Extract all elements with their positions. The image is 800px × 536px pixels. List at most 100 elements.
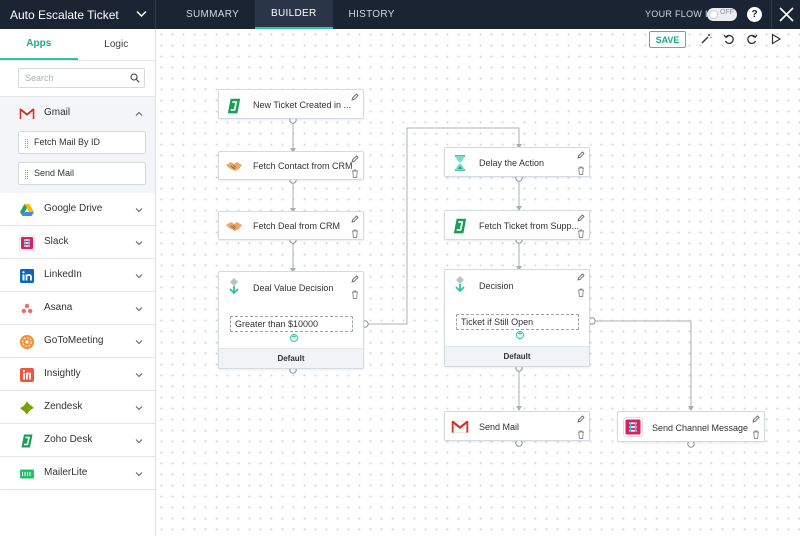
decision-icon	[229, 278, 239, 295]
node-new-ticket[interactable]: New Ticket Created in ...	[218, 89, 364, 119]
search-input[interactable]	[18, 68, 145, 88]
chevron-down-icon[interactable]	[135, 404, 143, 412]
node-label: Send Mail	[479, 422, 520, 432]
sidebar-item-mailerlite[interactable]: MailerLite	[0, 457, 155, 490]
hourglass-icon	[455, 155, 465, 171]
trash-icon[interactable]	[351, 229, 359, 238]
chevron-down-icon[interactable]	[135, 206, 143, 214]
node-fetch-ticket[interactable]: Fetch Ticket from Supp...	[444, 210, 590, 240]
sidebar-item-linkedin[interactable]: LinkedIn	[0, 259, 155, 292]
app-label: Gmail	[44, 107, 71, 118]
node-deal-value-decision[interactable]: Deal Value Decision Greater than $10000 …	[218, 271, 364, 369]
chevron-down-icon[interactable]	[135, 272, 143, 280]
tab-apps[interactable]: Apps	[0, 29, 78, 60]
chevron-down-icon[interactable]	[135, 305, 143, 313]
toggle-label: OFF	[720, 9, 734, 16]
sidebar-item-gotomeeting[interactable]: GoToMeeting	[0, 325, 155, 358]
sidebar-item-google-drive[interactable]: Google Drive	[0, 193, 155, 226]
app-label: Zoho Desk	[44, 434, 93, 445]
sidebar-item-zendesk[interactable]: Zendesk	[0, 391, 155, 424]
sidebar-item-slack[interactable]: Slack	[0, 226, 155, 259]
default-branch[interactable]: Default	[219, 348, 363, 368]
gmail-icon	[19, 108, 35, 120]
chevron-down-icon[interactable]	[135, 239, 143, 247]
action-label: Send Mail	[34, 168, 75, 178]
action-send-mail[interactable]: Send Mail	[18, 162, 146, 185]
chevron-down-icon[interactable]	[135, 470, 143, 478]
node-send-mail[interactable]: Send Mail	[444, 411, 590, 441]
flow-status-label: YOUR FLOW IS	[645, 9, 715, 19]
pencil-icon[interactable]	[351, 275, 359, 283]
apps-sidebar: Apps Logic Gmail Fetch Mail By ID Send M…	[0, 29, 156, 536]
flow-name-dropdown[interactable]: Auto Escalate Ticket	[0, 0, 156, 29]
drag-handle-icon[interactable]	[25, 139, 28, 148]
node-delay-action[interactable]: Delay the Action	[444, 147, 590, 177]
zendesk-icon	[20, 401, 34, 415]
default-branch[interactable]: Default	[445, 346, 589, 366]
sidebar-item-asana[interactable]: Asana	[0, 292, 155, 325]
tab-builder[interactable]: BUILDER	[255, 0, 333, 29]
sidebar-item-gmail[interactable]: Gmail	[0, 97, 155, 130]
decision-condition[interactable]: Greater than $10000	[230, 316, 353, 332]
node-label: Fetch Deal from CRM	[253, 221, 341, 231]
trash-icon[interactable]	[351, 169, 359, 178]
close-button[interactable]	[771, 0, 800, 29]
chevron-up-icon[interactable]	[135, 110, 143, 118]
action-fetch-mail-by-id[interactable]: Fetch Mail By ID	[18, 131, 146, 154]
pencil-icon[interactable]	[577, 151, 585, 159]
tab-logic[interactable]: Logic	[104, 39, 129, 50]
node-send-channel-message[interactable]: Send Channel Message	[617, 411, 765, 442]
sidebar-item-zoho-desk[interactable]: Zoho Desk	[0, 424, 155, 457]
play-icon[interactable]	[770, 33, 782, 45]
close-icon	[779, 7, 794, 22]
trash-icon[interactable]	[577, 229, 585, 238]
node-decision[interactable]: Decision Ticket if Still Open Default	[444, 269, 590, 367]
asana-icon	[21, 303, 33, 314]
gmail-icon	[451, 420, 469, 433]
magic-wand-icon[interactable]	[700, 33, 712, 45]
tab-summary[interactable]: SUMMARY	[186, 9, 240, 20]
search-icon[interactable]	[130, 73, 140, 83]
trash-icon[interactable]	[577, 166, 585, 175]
node-label: Deal Value Decision	[253, 283, 334, 293]
decision-condition[interactable]: Ticket if Still Open	[456, 314, 579, 330]
app-label: Asana	[44, 302, 73, 313]
redo-icon[interactable]	[746, 33, 758, 45]
pencil-icon[interactable]	[351, 93, 359, 101]
zoho-desk-icon	[227, 98, 241, 114]
chevron-down-icon[interactable]	[135, 371, 143, 379]
chevron-down-icon[interactable]	[135, 338, 143, 346]
node-label: Decision	[479, 281, 514, 291]
node-fetch-deal[interactable]: Fetch Deal from CRM	[218, 211, 364, 240]
flow-on-off-toggle[interactable]: OFF	[707, 8, 737, 21]
trash-icon[interactable]	[351, 290, 359, 299]
tab-history[interactable]: HISTORY	[348, 9, 395, 20]
drag-handle-icon[interactable]	[25, 170, 28, 179]
flow-name: Auto Escalate Ticket	[10, 7, 119, 22]
app-label: Insightly	[44, 368, 81, 379]
pencil-icon[interactable]	[752, 415, 760, 423]
action-label: Fetch Mail By ID	[34, 137, 101, 147]
trash-icon[interactable]	[577, 288, 585, 297]
pencil-icon[interactable]	[351, 215, 359, 223]
pencil-icon[interactable]	[577, 214, 585, 222]
undo-icon[interactable]	[723, 33, 735, 45]
pencil-icon[interactable]	[577, 415, 585, 423]
node-label: Fetch Contact from CRM	[253, 161, 353, 171]
chevron-down-icon[interactable]	[135, 437, 143, 445]
trash-icon[interactable]	[752, 430, 760, 439]
gotomeeting-icon	[20, 335, 34, 349]
pencil-icon[interactable]	[351, 155, 359, 163]
app-label: Zendesk	[44, 401, 83, 412]
save-button[interactable]: SAVE	[649, 31, 686, 48]
toggle-knob	[709, 10, 718, 19]
sidebar-item-insightly[interactable]: Insightly	[0, 358, 155, 391]
trash-icon[interactable]	[577, 430, 585, 439]
node-fetch-contact[interactable]: Fetch Contact from CRM	[218, 151, 364, 180]
add-condition-icon[interactable]	[290, 332, 298, 342]
add-condition-icon[interactable]	[516, 329, 524, 339]
help-button[interactable]: ?	[747, 7, 762, 22]
sidebar-tabs: Apps Logic	[0, 29, 155, 61]
pencil-icon[interactable]	[577, 273, 585, 281]
app-label: LinkedIn	[44, 269, 82, 280]
